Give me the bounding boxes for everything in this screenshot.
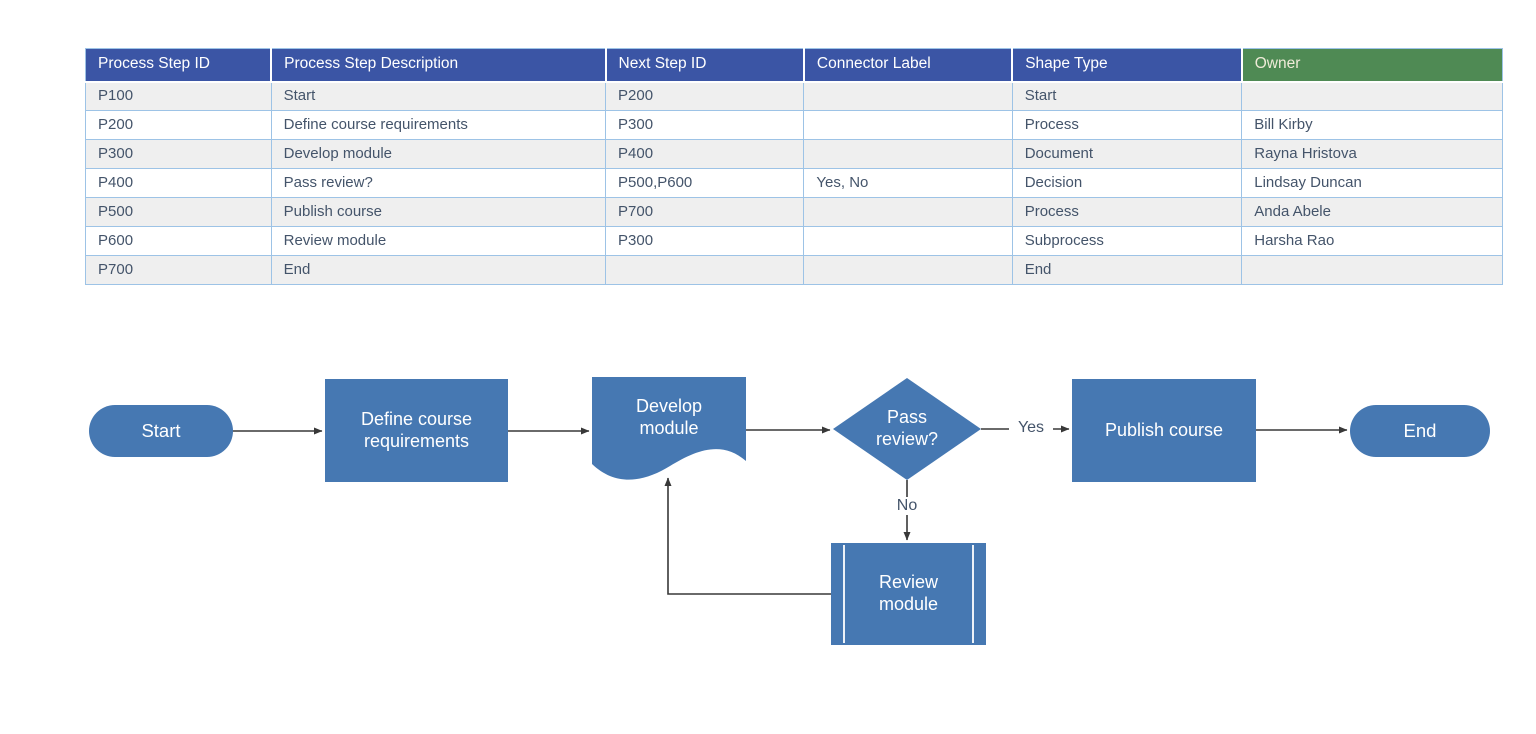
connector-review-to-develop xyxy=(664,477,831,595)
node-publish-label: Publish course xyxy=(1104,419,1224,440)
table-cell: Start xyxy=(1011,81,1243,111)
table-cell: P500,P600 xyxy=(605,168,805,198)
table-cell: End xyxy=(270,255,607,285)
table-cell: P100 xyxy=(85,81,272,111)
table-cell: P700 xyxy=(605,197,805,227)
table-row: P200 Define course requirements P300 Pro… xyxy=(85,110,1503,140)
table-cell: Start xyxy=(270,81,607,111)
col-header-next-step-id: Next Step ID xyxy=(604,48,804,83)
table-cell: Yes, No xyxy=(803,168,1013,198)
connector-label-yes: Yes xyxy=(1009,419,1053,437)
table-row: P400 Pass review? P500,P600 Yes, No Deci… xyxy=(85,168,1503,198)
col-header-connector-label: Connector Label xyxy=(802,48,1013,83)
table-cell: Bill Kirby xyxy=(1241,110,1503,140)
table-row: P500 Publish course P700 Process Anda Ab… xyxy=(85,197,1503,227)
node-start-label: Start xyxy=(141,419,181,441)
table-cell: P200 xyxy=(85,110,272,140)
table-cell xyxy=(803,81,1013,111)
table-cell: P400 xyxy=(85,168,272,198)
table-cell xyxy=(803,255,1013,285)
table-cell: P200 xyxy=(605,81,805,111)
node-publish-course: Publish course xyxy=(1072,379,1256,482)
table-cell xyxy=(803,139,1013,169)
subprocess-right-bar-icon xyxy=(972,545,974,643)
table-cell: Document xyxy=(1011,139,1243,169)
col-header-owner: Owner xyxy=(1240,48,1503,83)
document-shape xyxy=(592,377,746,480)
table-row: P600 Review module P300 Subprocess Harsh… xyxy=(85,226,1503,256)
connector-label-no: No xyxy=(886,497,928,515)
table-cell: Develop module xyxy=(270,139,607,169)
table-cell: End xyxy=(1011,255,1243,285)
process-data-table-container: Process Step ID Process Step Description… xyxy=(85,48,1503,285)
table-cell: P500 xyxy=(85,197,272,227)
node-define-label: Define course requirements xyxy=(360,408,473,451)
table-cell: Publish course xyxy=(270,197,607,227)
decision-shape xyxy=(833,378,981,480)
table-cell: Subprocess xyxy=(1011,226,1243,256)
table-cell: Anda Abele xyxy=(1241,197,1503,227)
col-header-process-step-description: Process Step Description xyxy=(270,48,606,83)
node-end: End xyxy=(1350,405,1490,457)
table-cell xyxy=(605,255,805,285)
process-data-table: Process Step ID Process Step Description… xyxy=(85,48,1503,285)
table-cell: Lindsay Duncan xyxy=(1241,168,1503,198)
table-cell: Process xyxy=(1011,197,1243,227)
table-cell: P300 xyxy=(605,226,805,256)
table-cell xyxy=(803,197,1013,227)
subprocess-left-bar-icon xyxy=(843,545,845,643)
table-cell xyxy=(1241,81,1503,111)
node-end-label: End xyxy=(1403,419,1437,441)
table-cell: Process xyxy=(1011,110,1243,140)
node-define-course-requirements: Define course requirements xyxy=(325,379,508,482)
table-cell: P700 xyxy=(85,255,272,285)
table-row: P300 Develop module P400 Document Rayna … xyxy=(85,139,1503,169)
table-cell: Define course requirements xyxy=(270,110,607,140)
table-cell xyxy=(1241,255,1503,285)
node-review-module: Review module xyxy=(831,543,986,645)
table-cell: P300 xyxy=(85,139,272,169)
table-row: P700 End End xyxy=(85,255,1503,285)
table-cell: Harsha Rao xyxy=(1241,226,1503,256)
col-header-shape-type: Shape Type xyxy=(1011,48,1242,83)
table-cell: P400 xyxy=(605,139,805,169)
table-cell: P600 xyxy=(85,226,272,256)
node-start: Start xyxy=(89,405,233,457)
table-cell: Rayna Hristova xyxy=(1241,139,1503,169)
table-cell: Pass review? xyxy=(270,168,607,198)
table-cell xyxy=(803,226,1013,256)
table-header-row: Process Step ID Process Step Description… xyxy=(85,48,1503,83)
table-row: P100 Start P200 Start xyxy=(85,81,1503,111)
node-review-label: Review module xyxy=(878,572,939,614)
col-header-process-step-id: Process Step ID xyxy=(85,48,272,83)
